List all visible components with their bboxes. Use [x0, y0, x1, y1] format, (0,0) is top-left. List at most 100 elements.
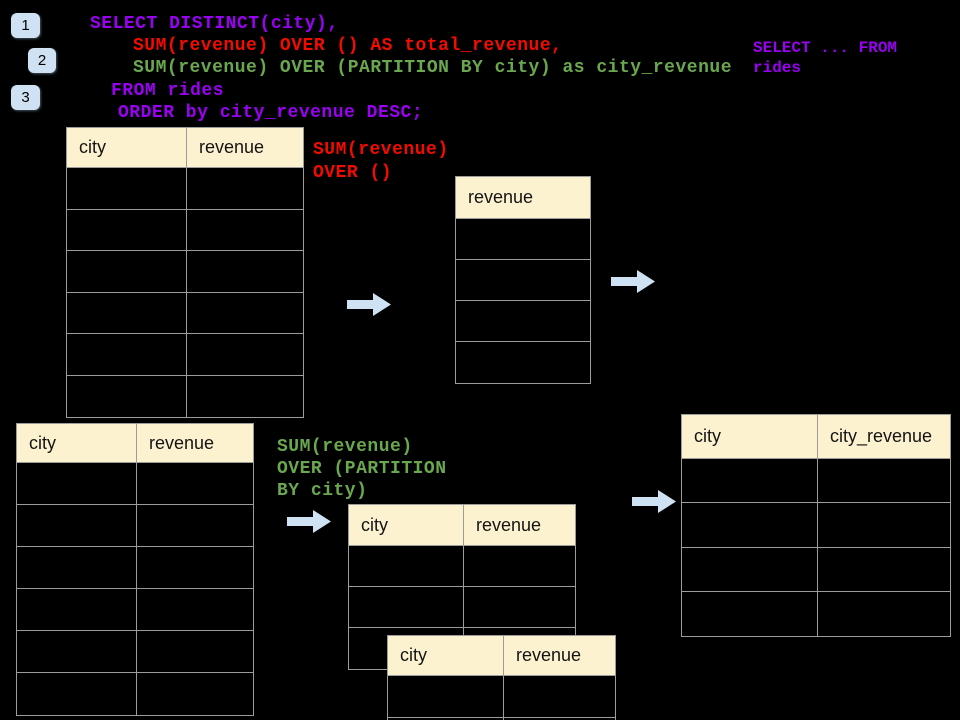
table-row — [682, 591, 950, 637]
table-cell — [456, 301, 590, 341]
right-arrow-icon — [632, 490, 676, 513]
table-header-row: city revenue — [349, 505, 575, 546]
sql-line-from: FROM rides — [111, 81, 225, 101]
table-header-row: city revenue — [17, 424, 253, 463]
column-header-revenue: revenue — [516, 645, 582, 665]
table-cell — [67, 375, 187, 417]
column-header-revenue: revenue — [149, 432, 215, 453]
table-source-rides-bottom: city revenue — [16, 423, 254, 716]
table-cell — [187, 210, 303, 251]
table-cell — [67, 251, 187, 292]
table-row — [456, 342, 590, 383]
column-header-revenue: revenue — [476, 514, 542, 535]
annotation-total-window-line2: OVER () — [313, 163, 393, 183]
table-cell — [137, 505, 253, 546]
table-row — [17, 463, 253, 505]
column-header-city: city — [349, 505, 464, 545]
table-cell — [17, 673, 137, 715]
table-row — [388, 676, 615, 718]
table-header-row: city revenue — [67, 128, 303, 168]
table-row — [388, 718, 615, 720]
sql-line-sum-total: SUM(revenue) OVER () AS total_revenue, — [133, 36, 563, 56]
table-cell — [456, 219, 590, 259]
annotation-total-window-line1: SUM(revenue) — [313, 140, 449, 160]
table-cell — [67, 292, 187, 333]
table-cell — [137, 547, 253, 588]
table-cell — [682, 591, 818, 637]
column-header-city: city — [17, 424, 137, 462]
table-cell — [818, 459, 950, 502]
annotation-partition-line3: BY city) — [277, 481, 368, 501]
table-cell — [67, 209, 187, 250]
table-cell — [464, 587, 575, 627]
column-header-city: city — [67, 128, 187, 167]
column-header-city: city — [682, 415, 818, 458]
table-row — [67, 334, 303, 376]
table-row — [682, 459, 950, 504]
table-row — [67, 251, 303, 293]
sql-line-order-by: ORDER by city_revenue DESC; — [118, 103, 424, 123]
right-arrow-icon — [287, 510, 331, 533]
table-cell — [17, 547, 137, 588]
table-cell — [349, 587, 464, 627]
right-arrow-icon — [611, 270, 655, 293]
table-row — [17, 673, 253, 715]
table-partition-by-city: city revenue — [348, 504, 576, 670]
table-cell — [137, 673, 253, 715]
table-header-row: revenue — [456, 177, 590, 219]
table-cell — [187, 293, 303, 334]
table-cell — [67, 168, 187, 209]
annotation-partition-line2: OVER (PARTITION — [277, 459, 447, 479]
table-row — [67, 375, 303, 418]
table-cell — [137, 589, 253, 630]
table-row — [349, 587, 575, 628]
table-cell — [464, 546, 575, 586]
column-header-city_revenue: city_revenue — [830, 426, 933, 446]
table-row — [67, 168, 303, 210]
column-header-revenue: revenue — [468, 187, 534, 207]
table-total-revenue: revenue — [455, 176, 591, 384]
table-cell — [388, 676, 504, 717]
sql-line-select: SELECT DISTINCT(city), — [90, 14, 339, 34]
table-cell — [17, 505, 137, 546]
table-source-rides-top: city revenue — [66, 127, 304, 418]
table-row — [17, 505, 253, 547]
table-cell — [17, 589, 137, 630]
table-cell — [17, 631, 137, 672]
column-header-revenue: revenue — [199, 137, 265, 157]
step-badge-2: 2 — [28, 48, 56, 73]
table-cell — [818, 548, 950, 591]
table-cell — [137, 463, 253, 504]
table-row — [456, 260, 590, 301]
table-cell — [682, 547, 818, 591]
right-arrow-icon — [347, 293, 391, 316]
table-cell — [187, 376, 303, 418]
table-cell — [187, 251, 303, 292]
table-row — [17, 631, 253, 673]
table-cell — [456, 342, 590, 383]
table-row — [456, 219, 590, 260]
step-badge-3: 3 — [11, 85, 40, 110]
table-cell — [137, 631, 253, 672]
table-cell — [682, 503, 818, 547]
table-row — [456, 301, 590, 342]
table-row — [349, 546, 575, 587]
table-row — [67, 292, 303, 334]
sql-line-sum-partition: SUM(revenue) OVER (PARTITION BY city) as… — [133, 58, 732, 78]
table-cell — [349, 546, 464, 586]
annotation-partition-line1: SUM(revenue) — [277, 437, 413, 457]
table-cell — [818, 503, 950, 546]
table-cell — [818, 592, 950, 636]
side-note-rides: rides — [753, 59, 802, 77]
table-row — [682, 547, 950, 592]
table-row — [17, 589, 253, 631]
table-city-revenue-result: city city_revenue — [681, 414, 951, 638]
table-cell — [456, 260, 590, 300]
table-cell — [187, 168, 303, 209]
table-cell — [187, 334, 303, 375]
table-cell — [504, 676, 615, 717]
table-cell — [388, 718, 504, 720]
